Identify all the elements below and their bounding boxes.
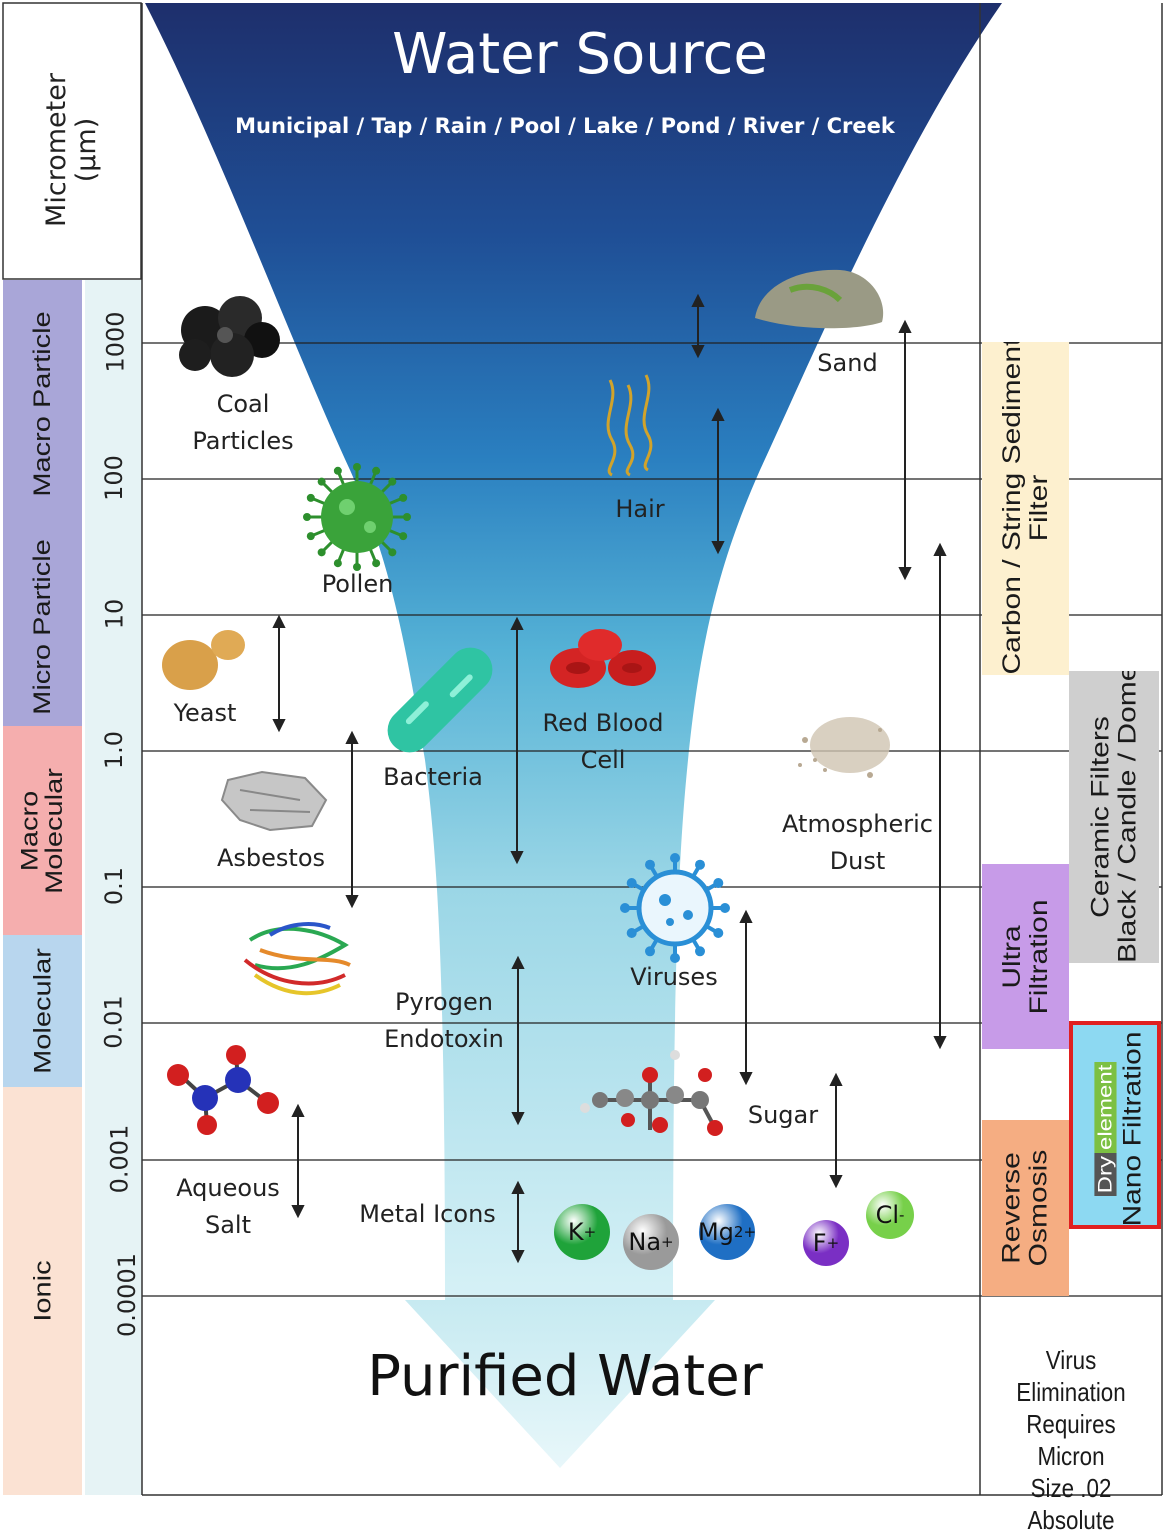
yeast-label: Yeast — [173, 699, 237, 727]
pyrogen-label: Pyrogen Endotoxin — [384, 988, 504, 1053]
sand-range-arrow — [691, 293, 705, 359]
category-band: Ionic — [3, 1087, 82, 1495]
coal-label: Coal Particles — [192, 390, 294, 455]
reverse-osmosis-band: Reverse Osmosis — [982, 1120, 1069, 1296]
tick-label: 1.0 — [99, 730, 128, 770]
tick-label: 0.001 — [105, 1124, 134, 1194]
header-subtitle: Municipal / Tap / Rain / Pool / Lake / P… — [235, 114, 895, 138]
category-band: Molecular — [3, 935, 82, 1087]
sugar-range-arrow — [829, 1072, 843, 1189]
ion-cl: Cl- — [866, 1191, 914, 1239]
rbc-range-arrow — [510, 616, 524, 865]
hair-label: Hair — [615, 495, 665, 523]
dust-range-arrow — [933, 542, 947, 1050]
bacteria-label: Bacteria — [383, 763, 483, 791]
sugar-molecule-icon — [580, 1050, 723, 1136]
axis-title: Micrometer (µm) — [41, 73, 102, 227]
tick-label: 0.01 — [100, 995, 128, 1049]
salt-molecule-icon — [167, 1045, 279, 1135]
coal-icon — [179, 296, 280, 377]
tick-label: 100 — [100, 455, 128, 501]
dust-icon — [798, 717, 890, 778]
bacteria-icon — [387, 647, 493, 753]
header-title: Water Source — [392, 22, 768, 87]
brand-dry: Dry — [1094, 1153, 1117, 1197]
category-band: Micro Particle — [3, 527, 82, 726]
yeast-range-arrow — [272, 614, 286, 733]
virus-note: Virus Elimination Requires Micron Size .… — [1016, 1345, 1126, 1535]
axis-strip — [85, 280, 142, 1495]
metal-ions-label: Metal Icons — [359, 1200, 496, 1228]
yeast-icon — [162, 630, 245, 690]
tick-label: 0.1 — [99, 866, 128, 906]
ion-na: Na+ — [623, 1214, 679, 1270]
nano-filter-band: Dryelement Nano Filtration — [1069, 1021, 1161, 1229]
hair-icon — [606, 374, 653, 477]
asbestos-icon — [220, 770, 328, 832]
aqueous-salt-label: Aqueous Salt — [176, 1174, 280, 1239]
pollen-icon — [303, 463, 411, 571]
ion-k: K+ — [554, 1204, 610, 1260]
viruses-label: Viruses — [630, 963, 718, 991]
asbestos-label: Asbestos — [216, 844, 326, 872]
ultra-filter-band: Ultra Filtration — [982, 864, 1069, 1049]
ceramic-filter-band: Ceramic Filters Black / Candle / Dome — [1069, 671, 1159, 963]
salt-range-arrow — [291, 1103, 305, 1219]
footer-title: Purified Water — [367, 1344, 763, 1409]
red-blood-cell-icon — [550, 629, 656, 688]
tick-label: 0.0001 — [112, 1253, 141, 1337]
tick-label: 10 — [99, 598, 128, 630]
sand-lower-arrow — [898, 319, 912, 581]
hair-range-arrow — [711, 407, 725, 555]
metal-range-arrow — [511, 1180, 525, 1264]
category-band: Macro Particle — [3, 280, 82, 527]
sugar-label: Sugar — [747, 1101, 819, 1129]
asbestos-range-arrow — [345, 730, 359, 909]
protein-icon — [243, 922, 351, 996]
sand-icon — [755, 269, 884, 329]
ion-f: F+ — [803, 1220, 849, 1266]
pyrogen-range-arrow — [511, 955, 525, 1126]
red-blood-cell-label: Red Blood Cell — [542, 709, 664, 774]
tick-label: 1000 — [101, 311, 130, 373]
sediment-filter-band: Carbon / String Sediment Filter — [982, 342, 1069, 675]
chart-canvas — [2, 2, 1163, 1496]
pollen-label: Pollen — [321, 570, 394, 598]
virus-range-arrow — [739, 909, 753, 1086]
brand-element: element — [1094, 1061, 1117, 1154]
sand-label: Sand — [817, 349, 878, 377]
purified-arrow — [405, 1298, 715, 1468]
title-box — [2, 2, 142, 280]
virus-icon — [620, 853, 730, 963]
atmospheric-dust-label: Atmospheric Dust — [782, 810, 933, 875]
